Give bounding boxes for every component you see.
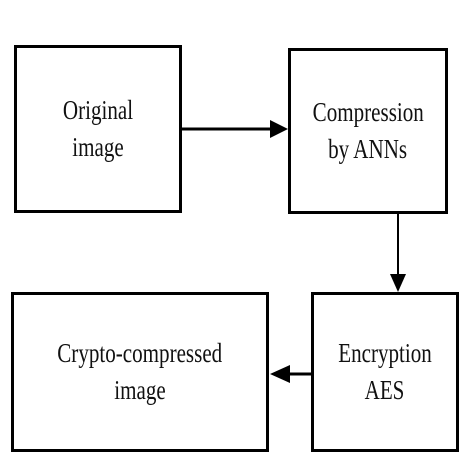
node-original-image-line2: image xyxy=(72,132,124,162)
arrow-compression-to-encryption xyxy=(390,214,406,292)
node-encryption-line2: AES xyxy=(365,375,405,405)
node-crypto-line2: image xyxy=(114,375,166,405)
node-original-image: Original image xyxy=(14,45,182,213)
node-compression-line2: by ANNs xyxy=(328,134,408,164)
node-original-image-line1: Original xyxy=(62,95,134,125)
node-crypto-line1: Crypto-compressed xyxy=(57,338,223,368)
node-compression-line1: Compression xyxy=(312,97,424,127)
node-compression-by-anns: Compression by ANNs xyxy=(288,48,448,214)
node-crypto-compressed-image: Crypto-compressed image xyxy=(11,292,269,452)
arrow-encryption-to-crypto xyxy=(270,365,311,383)
node-encryption-aes: Encryption AES xyxy=(311,292,459,452)
node-encryption-line1: Encryption xyxy=(338,338,432,368)
arrow-original-to-compression xyxy=(182,120,288,138)
